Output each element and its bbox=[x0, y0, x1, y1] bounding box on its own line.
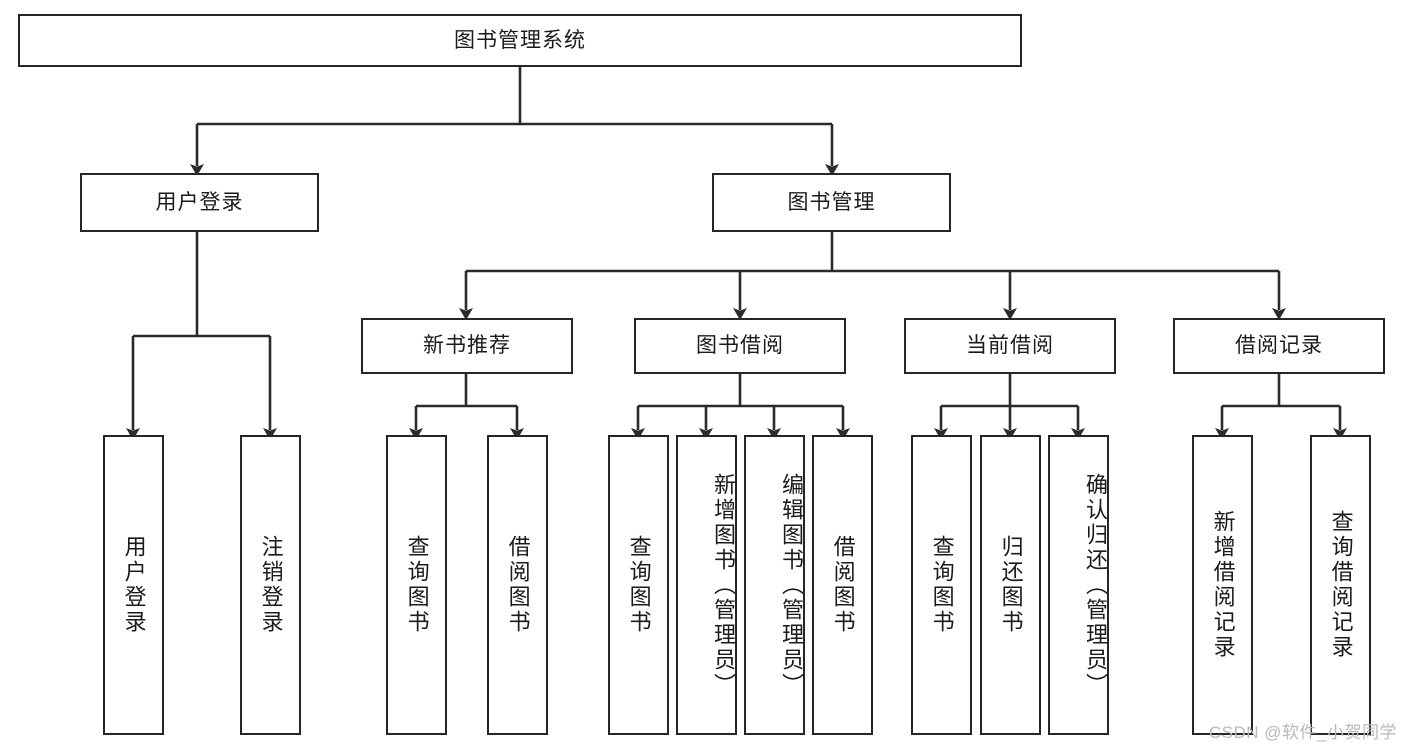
node-leaf-borrow-records-add-label: 新增借阅记录 bbox=[1210, 510, 1236, 660]
node-leaf-current-borrow-confirm[interactable]: 确认归还（管理员） bbox=[1048, 435, 1109, 735]
node-leaf-user-login-logout-label: 注销登录 bbox=[258, 535, 284, 635]
node-current-borrow-label: 当前借阅 bbox=[966, 334, 1054, 358]
node-root[interactable]: 图书管理系统 bbox=[18, 14, 1022, 67]
node-leaf-borrow-records-add[interactable]: 新增借阅记录 bbox=[1192, 435, 1253, 735]
node-book-borrow-label: 图书借阅 bbox=[696, 334, 784, 358]
node-leaf-new-book-borrow[interactable]: 借阅图书 bbox=[487, 435, 548, 735]
node-leaf-current-borrow-confirm-label: 确认归还（管理员） bbox=[1083, 472, 1108, 698]
node-leaf-book-borrow-borrow[interactable]: 借阅图书 bbox=[812, 435, 873, 735]
node-leaf-new-book-borrow-label: 借阅图书 bbox=[505, 535, 531, 635]
node-borrow-records-label: 借阅记录 bbox=[1235, 334, 1323, 358]
node-leaf-book-borrow-edit-label: 编辑图书（管理员） bbox=[779, 472, 804, 698]
node-book-borrow[interactable]: 图书借阅 bbox=[634, 318, 846, 374]
node-book-manage[interactable]: 图书管理 bbox=[712, 173, 951, 232]
node-leaf-book-borrow-query[interactable]: 查询图书 bbox=[608, 435, 669, 735]
node-leaf-new-book-query-label: 查询图书 bbox=[404, 535, 430, 635]
node-leaf-current-borrow-return-label: 归还图书 bbox=[998, 535, 1024, 635]
node-leaf-borrow-records-query-label: 查询借阅记录 bbox=[1328, 510, 1354, 660]
node-leaf-book-borrow-add[interactable]: 新增图书（管理员） bbox=[676, 435, 737, 735]
node-leaf-current-borrow-query[interactable]: 查询图书 bbox=[911, 435, 972, 735]
node-leaf-user-login-logout[interactable]: 注销登录 bbox=[240, 435, 301, 735]
node-current-borrow[interactable]: 当前借阅 bbox=[904, 318, 1116, 374]
node-leaf-book-borrow-query-label: 查询图书 bbox=[626, 535, 652, 635]
node-leaf-new-book-query[interactable]: 查询图书 bbox=[386, 435, 447, 735]
node-leaf-borrow-records-query[interactable]: 查询借阅记录 bbox=[1310, 435, 1371, 735]
node-book-manage-label: 图书管理 bbox=[787, 190, 876, 214]
node-borrow-records[interactable]: 借阅记录 bbox=[1173, 318, 1385, 374]
node-new-book-recommend-label: 新书推荐 bbox=[423, 334, 511, 358]
node-new-book-recommend[interactable]: 新书推荐 bbox=[361, 318, 573, 374]
node-root-label: 图书管理系统 bbox=[454, 28, 586, 52]
node-leaf-current-borrow-query-label: 查询图书 bbox=[929, 535, 955, 635]
node-leaf-book-borrow-borrow-label: 借阅图书 bbox=[830, 535, 856, 635]
node-leaf-user-login-login[interactable]: 用户登录 bbox=[103, 435, 164, 735]
node-leaf-book-borrow-add-label: 新增图书（管理员） bbox=[711, 472, 736, 698]
csdn-watermark: CSDN @软件_小贺同学 bbox=[1208, 723, 1397, 742]
node-leaf-current-borrow-return[interactable]: 归还图书 bbox=[980, 435, 1041, 735]
node-leaf-book-borrow-edit[interactable]: 编辑图书（管理员） bbox=[744, 435, 805, 735]
node-leaf-user-login-login-label: 用户登录 bbox=[121, 535, 147, 635]
node-user-login[interactable]: 用户登录 bbox=[80, 173, 319, 232]
node-user-login-label: 用户登录 bbox=[155, 190, 244, 214]
